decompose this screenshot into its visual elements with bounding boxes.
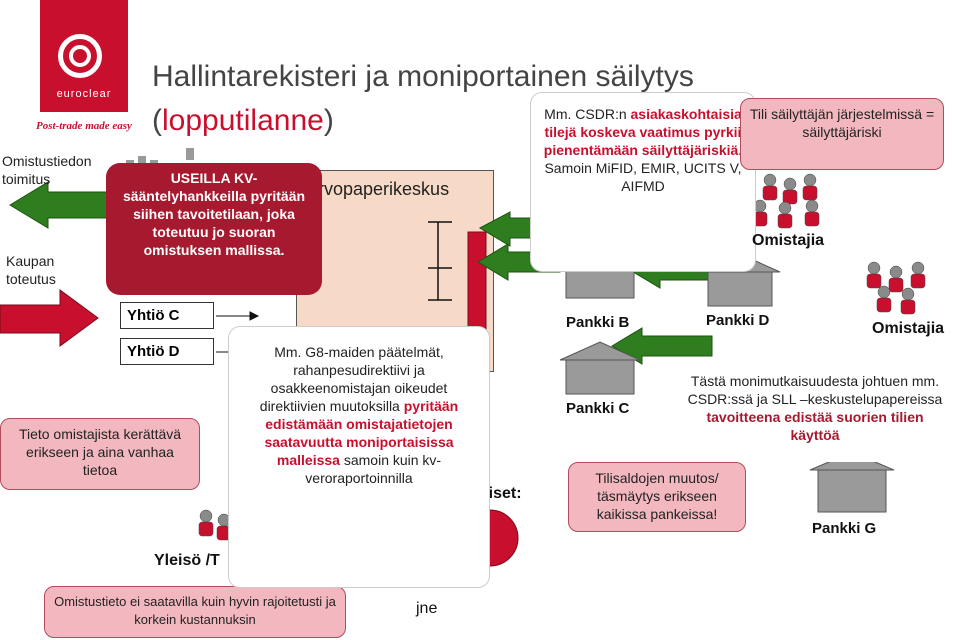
g8-note-box: Mm. G8-maiden päätelmät, rahanpesudirekt… — [228, 326, 490, 588]
logo-tagline: Post-trade made easy — [36, 120, 132, 132]
g8-note-emphasis: pyritään edistämään omistajatietojen saa… — [264, 398, 459, 468]
ownership-not-available-box: Omistustieto ei saatavilla kuin hyvin ra… — [44, 586, 346, 638]
complexity-note-emphasis: tavoitteena edistää suorien tilien käytt… — [706, 409, 924, 443]
complexity-note: Tästä monimutkaisuudesta johtuen mm. CSD… — [680, 368, 950, 462]
csdr-note-box: Mm. CSDR:n asiakaskohtaisia tilejä koske… — [530, 92, 756, 272]
bank-g-label: Pankki G — [812, 520, 877, 537]
csdr-note-suffix: Samoin MiFID, EMIR, UCITS V, AIFMD — [544, 160, 742, 194]
trade-execution-label: Kaupan toteutus — [6, 253, 56, 287]
subtitle-accent: lopputilanne — [162, 104, 324, 137]
logo-brand: euroclear — [56, 88, 112, 100]
public-label: Yleisö /T — [154, 552, 220, 569]
g8-note-text2: samoin kuin kv-veroraportoinnilla — [305, 452, 442, 486]
csdr-note-prefix: Mm. CSDR:n — [544, 106, 627, 122]
logo-ring-inner — [69, 45, 91, 67]
owners-top-label: Omistajia — [752, 232, 825, 249]
subtitle-close: ) — [323, 104, 334, 137]
complexity-note-text: Tästä monimutkaisuudesta johtuen mm. CSD… — [687, 373, 943, 407]
red-arrow-right-icon — [0, 289, 99, 347]
page-subtitle: (lopputilanne) — [152, 104, 334, 138]
page-title: Hallintarekisteri ja moniportainen säily… — [152, 60, 694, 93]
csdr-note-emphasis: asiakaskohtaisia tilejä koskeva vaatimus… — [543, 106, 743, 158]
account-reconciliation-box: Tilisaldojen muutos/ täsmäytys erikseen … — [568, 462, 746, 532]
g8-note-text1: Mm. G8-maiden päätelmät, rahanpesudirekt… — [259, 344, 448, 414]
csd-account-lines — [428, 221, 452, 301]
custodian-risk-box: Tili säilyttäjän järjestelmissä = säilyt… — [740, 98, 944, 170]
ownership-info-label: Omistustiedon toimitus — [2, 153, 92, 187]
logo-ring-outer — [58, 34, 102, 78]
bank-c-label: Pankki C — [566, 400, 630, 417]
kv-regulation-box: USEILLA KV-sääntelyhankkeilla pyritään s… — [106, 163, 322, 295]
csd-label: Arvopaperikeskus — [306, 179, 450, 199]
people-group-icon — [198, 173, 926, 541]
company-c: Yhtiö C — [120, 302, 214, 329]
etc-label: jne — [416, 600, 438, 617]
company-d: Yhtiö D — [120, 338, 214, 365]
owner-info-collected-box: Tieto omistajista kerättävä erikseen ja … — [0, 418, 200, 490]
subtitle-open: ( — [152, 104, 162, 137]
bank-b-label: Pankki B — [566, 314, 630, 331]
owners-right-label: Omistajia — [872, 320, 945, 337]
green-arrow-left-icon — [9, 181, 109, 229]
bank-d-label: Pankki D — [706, 312, 770, 329]
